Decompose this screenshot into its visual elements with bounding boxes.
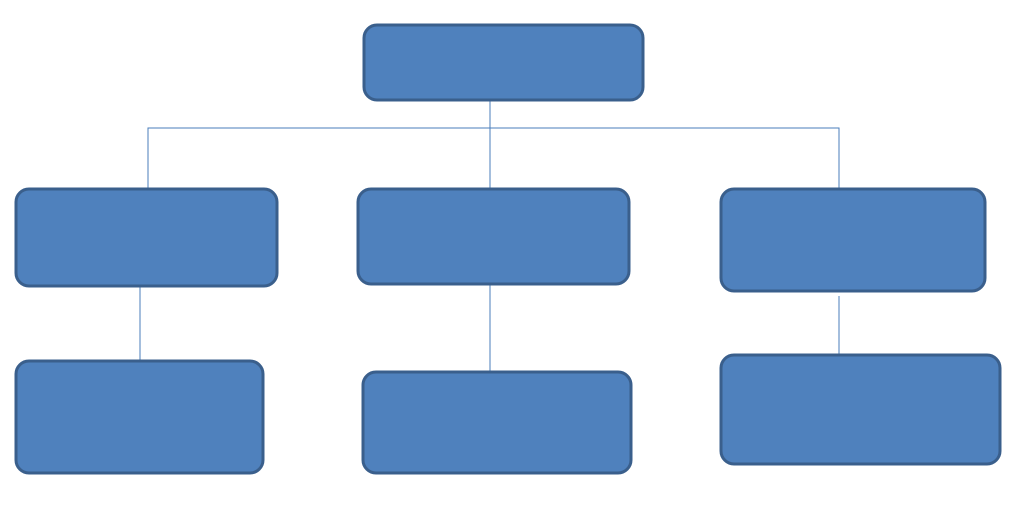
node-grandchild-left [14, 359, 265, 475]
node-box-grandchild-right [719, 353, 1002, 466]
node-box-child-center [356, 187, 631, 286]
node-box-child-right [719, 187, 987, 293]
node-child-left [14, 187, 279, 288]
node-child-center [356, 187, 631, 286]
node-box-grandchild-left [14, 359, 265, 475]
node-grandchild-right [719, 353, 1002, 466]
node-root [362, 23, 645, 102]
connector-root-to-child-left [147, 100, 491, 189]
connector-layer [139, 100, 840, 372]
node-child-right [719, 187, 987, 293]
node-layer [14, 23, 1002, 475]
node-box-child-left [14, 187, 279, 288]
node-box-root [362, 23, 645, 102]
node-grandchild-center [361, 370, 633, 475]
node-box-grandchild-center [361, 370, 633, 475]
connector-root-to-child-right [490, 127, 840, 189]
